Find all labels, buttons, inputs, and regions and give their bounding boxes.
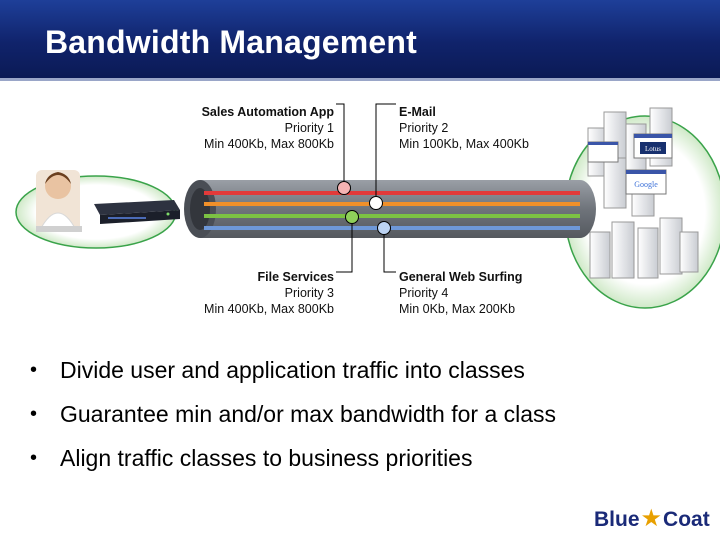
bullet-item: • Divide user and application traffic int… — [26, 358, 556, 382]
class-file-services: File Services Priority 3 Min 400Kb, Max … — [204, 269, 334, 317]
appliance-icon — [94, 200, 180, 224]
class-limits: Min 0Kb, Max 200Kb — [399, 302, 516, 316]
marker-blue — [377, 221, 391, 235]
bluecoat-logo: Blue★Coat — [594, 504, 710, 534]
bandwidth-pipe — [184, 180, 596, 238]
class-name: General Web Surfing — [399, 270, 523, 284]
class-name: File Services — [257, 270, 334, 284]
class-priority: Priority 2 — [399, 121, 449, 135]
slide-title: Bandwidth Management — [45, 24, 418, 60]
bullet-item: • Guarantee min and/or max bandwidth for … — [26, 402, 556, 426]
lotus-label: Lotus — [645, 145, 661, 153]
marker-orange — [369, 196, 383, 210]
client-site — [15, 170, 180, 249]
class-limits: Min 400Kb, Max 800Kb — [204, 137, 334, 151]
bullet-text: Divide user and application traffic into… — [60, 357, 525, 383]
title-divider — [0, 78, 720, 81]
class-priority: Priority 3 — [284, 286, 334, 300]
class-web-surfing: General Web Surfing Priority 4 Min 0Kb, … — [399, 269, 522, 317]
class-priority: Priority 4 — [399, 286, 449, 300]
marker-green — [345, 210, 359, 224]
title-bar: Bandwidth Management — [0, 0, 720, 78]
bullet-icon: • — [30, 447, 38, 469]
bullet-text: Align traffic classes to business priori… — [60, 445, 473, 471]
bullet-icon: • — [30, 359, 38, 381]
class-name: E-Mail — [399, 105, 436, 119]
bullet-item: • Align traffic classes to business prior… — [26, 446, 556, 470]
google-window-icon: Google — [625, 169, 667, 195]
bullet-list: • Divide user and application traffic int… — [26, 358, 556, 490]
class-limits: Min 400Kb, Max 800Kb — [204, 302, 334, 316]
logo-text-coat: Coat — [663, 508, 710, 531]
callouts — [336, 103, 396, 273]
google-label: Google — [634, 180, 658, 189]
class-sales-automation: Sales Automation App Priority 1 Min 400K… — [202, 104, 334, 152]
user-at-desk-icon — [36, 170, 82, 232]
class-email: E-Mail Priority 2 Min 100Kb, Max 400Kb — [399, 104, 529, 152]
class-limits: Min 100Kb, Max 400Kb — [399, 137, 529, 151]
bullet-text: Guarantee min and/or max bandwidth for a… — [60, 401, 557, 427]
logo-text-blue: Blue — [594, 508, 640, 531]
class-name: Sales Automation App — [201, 105, 334, 119]
lotus-window-icon: Lotus — [633, 133, 673, 159]
browser-window-icon — [587, 141, 619, 163]
star-icon: ★ — [640, 505, 663, 532]
bullet-icon: • — [30, 403, 38, 425]
class-priority: Priority 1 — [284, 121, 334, 135]
marker-red — [337, 181, 351, 195]
